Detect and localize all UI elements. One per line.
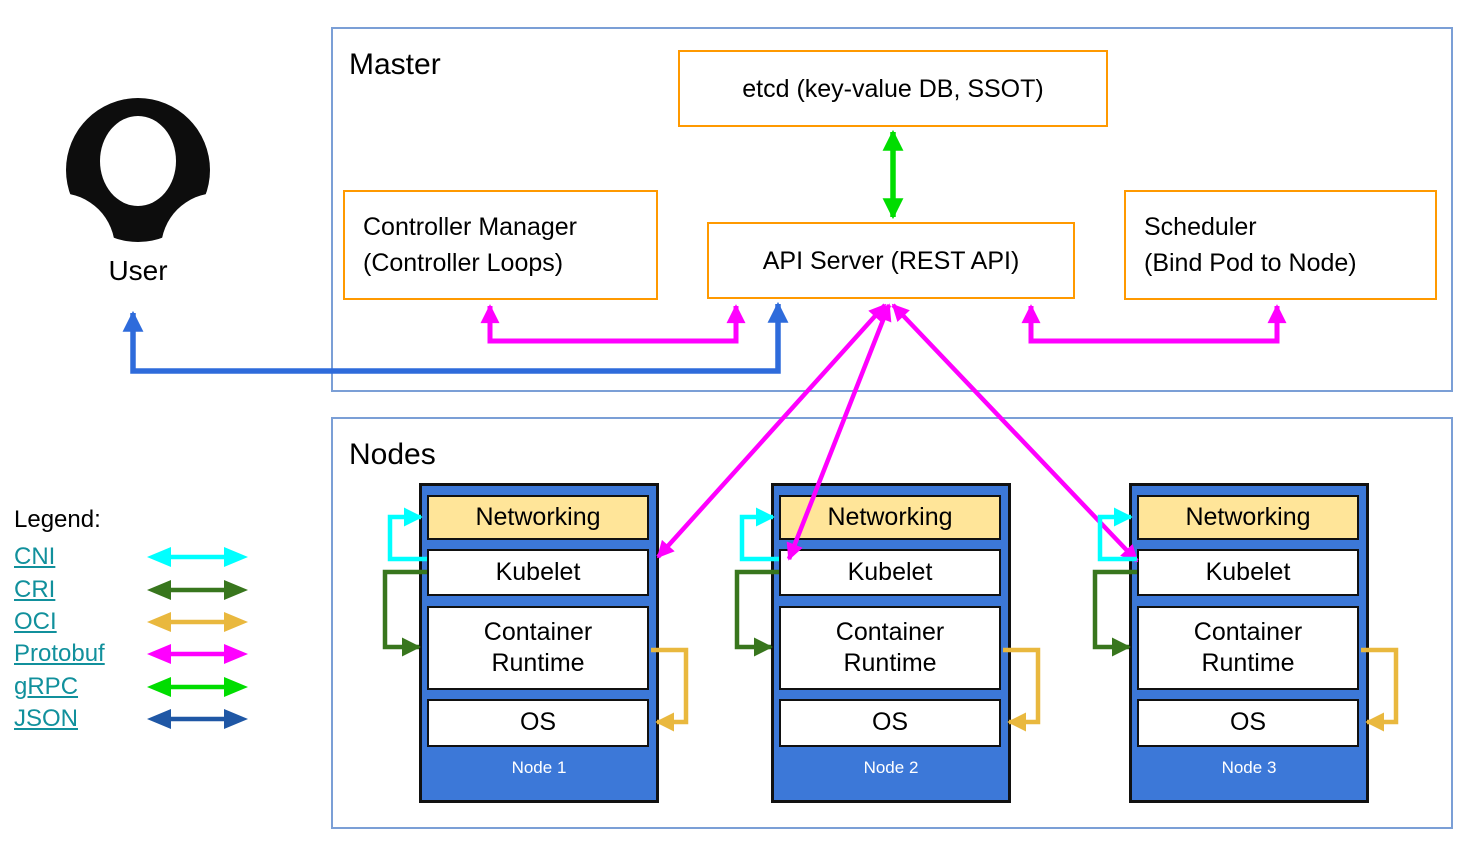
legend-row-cri: CRI	[14, 573, 250, 605]
nodes-section-title: Nodes	[349, 438, 436, 471]
etcd-box: etcd (key-value DB, SSOT)	[678, 50, 1108, 127]
controller-manager-box: Controller Manager (Controller Loops)	[343, 190, 658, 300]
scheduler-label-line1: Scheduler	[1144, 213, 1257, 241]
master-section-title: Master	[349, 48, 441, 81]
nodes-section-box	[331, 417, 1453, 829]
legend-link-oci[interactable]: OCI	[14, 607, 57, 635]
node-2-label: Node 2	[863, 758, 919, 777]
node-1-networking-box: Networking	[427, 495, 649, 540]
legend-link-json[interactable]: JSON	[14, 705, 79, 733]
etcd-label: etcd (key-value DB, SSOT)	[742, 74, 1044, 103]
node-2-os-box: OS	[779, 699, 1001, 747]
cni-arrow-icon	[147, 547, 248, 568]
legend-row-cni: CNI	[14, 541, 250, 573]
node-3-os-box: OS	[1137, 699, 1359, 747]
oci-arrow-icon	[147, 611, 248, 632]
node-3-label: Node 3	[1221, 758, 1277, 777]
legend-title: Legend:	[14, 506, 101, 533]
controller-manager-label-line2: (Controller Loops)	[363, 249, 564, 277]
node-3-kubelet-box: Kubelet	[1137, 549, 1359, 596]
api-server-label: API Server (REST API)	[762, 246, 1020, 275]
cri-arrow-icon	[147, 579, 248, 600]
node-1-kubelet-box: Kubelet	[427, 549, 649, 596]
controller-manager-label-line1: Controller Manager	[363, 213, 577, 241]
legend-link-cri[interactable]: CRI	[14, 575, 56, 603]
node-2-container-runtime-box: Container Runtime	[779, 606, 1001, 690]
node-1-label: Node 1	[511, 758, 567, 777]
node-3-networking-box: Networking	[1137, 495, 1359, 540]
node-1-container-runtime-box: Container Runtime	[427, 606, 649, 690]
legend: Legend: CNI CRI OCI Protobuf	[14, 506, 250, 735]
legend-row-grpc: gRPC	[14, 671, 250, 703]
scheduler-box: Scheduler (Bind Pod to Node)	[1124, 190, 1437, 300]
legend-row-json: JSON	[14, 703, 250, 735]
user-label: User	[108, 255, 168, 286]
node-3-card: Networking Kubelet Container Runtime OS …	[1129, 483, 1369, 803]
protobuf-arrow-icon	[147, 644, 248, 665]
legend-row-protobuf: Protobuf	[14, 638, 250, 670]
user-icon	[3, 97, 273, 305]
json-arrow-icon	[147, 709, 248, 730]
node-3-container-runtime-box: Container Runtime	[1137, 606, 1359, 690]
legend-link-cni[interactable]: CNI	[14, 543, 56, 571]
scheduler-label-line2: (Bind Pod to Node)	[1144, 249, 1357, 277]
legend-row-oci: OCI	[14, 606, 250, 638]
legend-link-protobuf[interactable]: Protobuf	[14, 640, 105, 668]
node-1-card: Networking Kubelet Container Runtime OS …	[419, 483, 659, 803]
node-1-os-box: OS	[427, 699, 649, 747]
grpc-arrow-icon	[147, 676, 248, 697]
api-server-box: API Server (REST API)	[707, 222, 1075, 299]
legend-link-grpc[interactable]: gRPC	[14, 672, 79, 700]
